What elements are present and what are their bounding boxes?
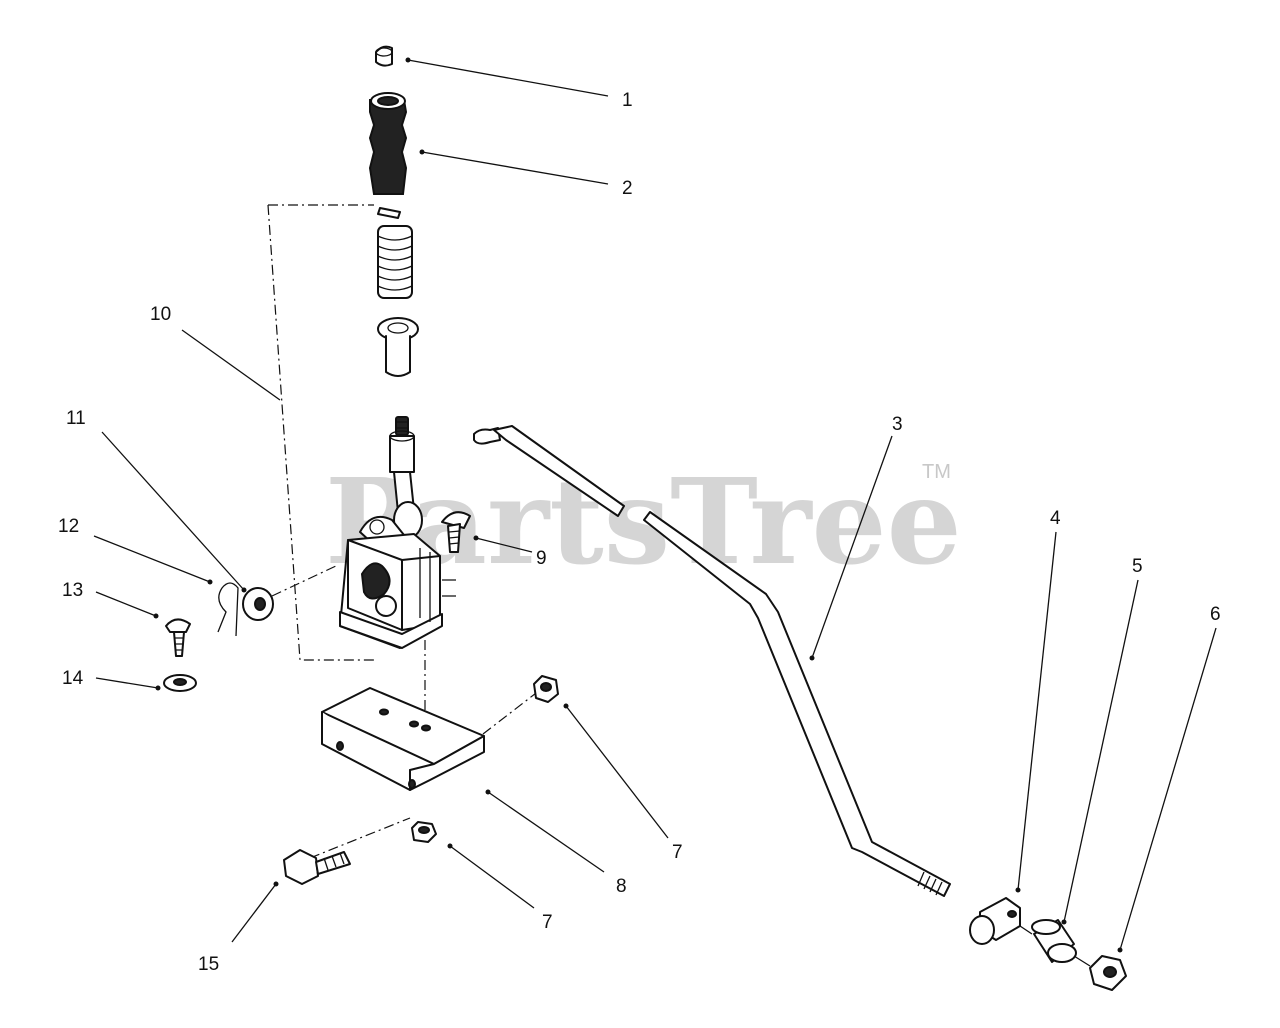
part-knob-grip — [368, 92, 408, 195]
part-washer — [242, 587, 274, 621]
part-shift-rod — [473, 425, 951, 897]
callout-11: 11 — [66, 408, 86, 429]
part-bushing — [377, 317, 419, 377]
part-nut-lower — [411, 821, 437, 843]
part-hex-bolt — [283, 849, 351, 885]
callout-7-lower: 7 — [542, 912, 553, 933]
part-hairpin-clip — [217, 582, 239, 637]
callout-10: 10 — [150, 304, 171, 325]
part-pin — [377, 207, 401, 219]
part-mounting-plate — [321, 687, 485, 791]
watermark-tm: TM — [922, 461, 951, 483]
callout-6: 6 — [1210, 604, 1221, 625]
callout-labels: 1 2 3 4 5 6 7 7 8 9 10 11 12 13 14 15 — [58, 90, 1221, 975]
part-shift-bracket — [339, 516, 456, 649]
assembly-lines — [267, 204, 541, 859]
part-ball-joint — [969, 897, 1021, 945]
part-lock-washer — [163, 674, 197, 692]
part-shift-lever — [389, 430, 423, 539]
callout-5: 5 — [1132, 556, 1143, 577]
part-nut-rod — [1089, 955, 1127, 991]
part-set-screw — [395, 416, 409, 436]
part-spacer — [1031, 919, 1077, 963]
callout-15: 15 — [198, 954, 219, 975]
callout-12: 12 — [58, 516, 79, 537]
callout-2: 2 — [622, 178, 633, 199]
callout-14: 14 — [62, 668, 84, 689]
part-spring — [377, 225, 413, 299]
callout-7-upper: 7 — [672, 842, 683, 863]
callout-8: 8 — [616, 876, 627, 897]
callout-3: 3 — [892, 414, 903, 435]
part-carriage-bolt — [441, 511, 471, 553]
part-cap — [375, 45, 393, 67]
callout-9: 9 — [536, 548, 547, 569]
callout-1: 1 — [622, 90, 633, 111]
leader-lines — [93, 57, 1217, 953]
part-screw — [165, 618, 191, 657]
callout-13: 13 — [62, 580, 83, 601]
callout-4: 4 — [1050, 508, 1061, 529]
part-nut-upper — [533, 675, 559, 703]
